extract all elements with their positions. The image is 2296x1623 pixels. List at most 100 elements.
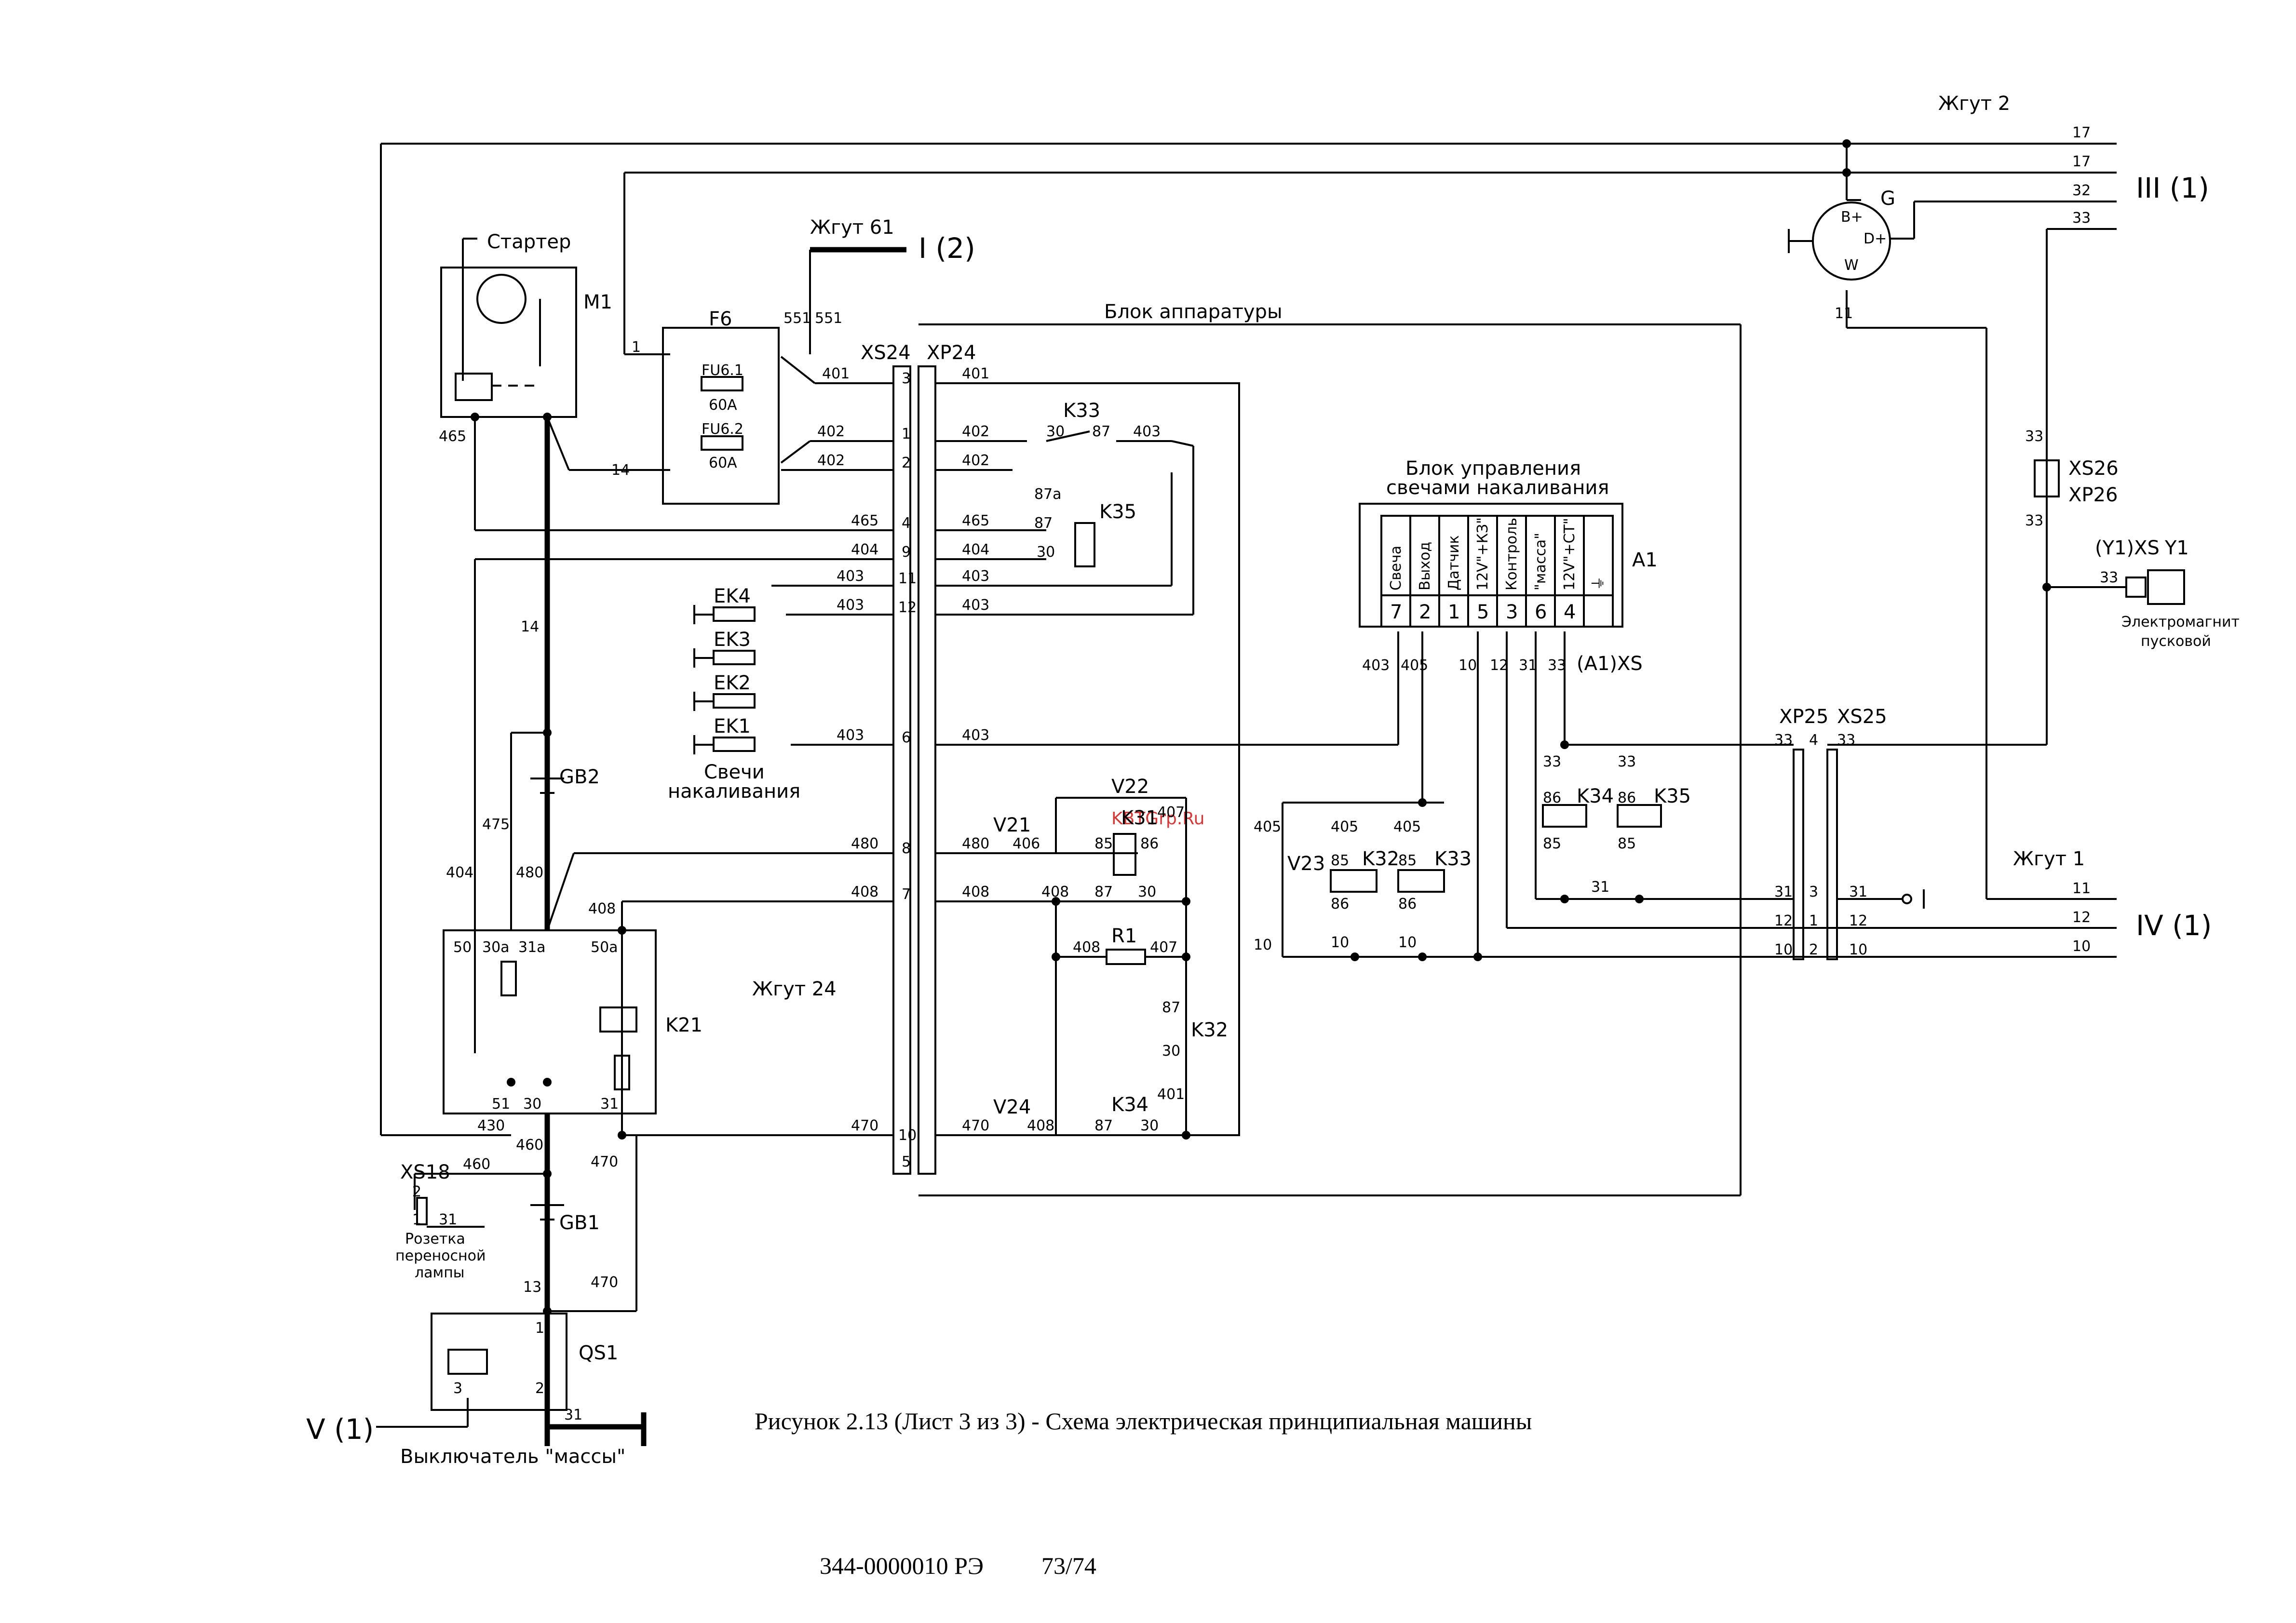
- k21-label: K21: [665, 1014, 702, 1036]
- v23-label: V23: [1287, 853, 1325, 875]
- glow-plugs-label-2: накаливания: [668, 780, 800, 803]
- svg-text:480: 480: [851, 835, 878, 852]
- svg-text:460: 460: [463, 1156, 490, 1173]
- gb2-label: GB2: [559, 766, 600, 788]
- svg-text:407: 407: [1150, 939, 1177, 956]
- svg-text:11: 11: [898, 570, 917, 587]
- svg-text:460: 460: [516, 1137, 543, 1154]
- svg-text:12: 12: [1774, 912, 1793, 929]
- svg-text:401: 401: [1157, 1086, 1185, 1103]
- svg-text:86: 86: [1398, 896, 1417, 912]
- svg-text:465: 465: [439, 428, 466, 445]
- socket-label-3: лампы: [415, 1264, 465, 1281]
- svg-text:86: 86: [1140, 835, 1159, 852]
- svg-text:407: 407: [1157, 804, 1185, 821]
- svg-text:31: 31: [600, 1096, 619, 1113]
- svg-text:402: 402: [817, 452, 845, 469]
- k31-label: K31: [1121, 807, 1158, 829]
- battery-bus: 14 GB2 475 480 404 480: [446, 417, 893, 931]
- svg-text:31: 31: [1774, 884, 1793, 900]
- xp24-label: XP24: [927, 342, 976, 364]
- doc-number: 344-0000010 РЭ: [820, 1552, 984, 1579]
- svg-text:403: 403: [962, 727, 989, 744]
- svg-text:1: 1: [632, 339, 641, 356]
- svg-text:31: 31: [1519, 657, 1537, 674]
- a1-pin-name: 12V"+СТ": [1561, 518, 1578, 590]
- svg-text:1: 1: [535, 1320, 544, 1337]
- svg-text:12: 12: [1849, 912, 1867, 929]
- a1-pin-number: 5: [1477, 601, 1489, 623]
- k35-label: K35: [1099, 501, 1136, 523]
- svg-text:3: 3: [902, 370, 911, 387]
- svg-text:85: 85: [1331, 852, 1349, 869]
- gb1-label: GB1: [559, 1212, 600, 1234]
- svg-text:2: 2: [535, 1380, 544, 1397]
- ek4-label: EK4: [714, 585, 751, 607]
- svg-text:465: 465: [851, 512, 878, 529]
- harness-2-bus: 17 17 32 33 Жгут 2 III (1): [380, 93, 2209, 1135]
- svg-text:408: 408: [1027, 1117, 1054, 1134]
- m1-label: M1: [583, 291, 612, 313]
- svg-text:33: 33: [1774, 732, 1793, 749]
- svg-text:86: 86: [1331, 896, 1349, 912]
- svg-text:465: 465: [962, 512, 989, 529]
- fu62-label: FU6.2: [702, 421, 743, 438]
- xp26-label: XP26: [2068, 484, 2118, 506]
- svg-text:408: 408: [851, 884, 878, 900]
- svg-text:408: 408: [1073, 939, 1100, 956]
- svg-text:406: 406: [1013, 835, 1040, 852]
- r1-label: R1: [1111, 925, 1137, 947]
- svg-text:9: 9: [902, 544, 911, 561]
- svg-text:87: 87: [1094, 1117, 1113, 1134]
- magnet-label-1: Электромагнит: [2121, 614, 2240, 630]
- svg-text:404: 404: [962, 541, 989, 558]
- svg-text:33: 33: [1548, 657, 1566, 674]
- ctrl-title-2: свечами накаливания: [1386, 477, 1609, 499]
- svg-text:408: 408: [962, 884, 989, 900]
- ctrl-title-1: Блок управления: [1405, 457, 1581, 480]
- svg-text:31a: 31a: [518, 939, 546, 956]
- control-block-a1: Блок управления свечами накаливания A1 С…: [1359, 457, 1658, 957]
- k35b-label: K35: [1654, 785, 1691, 807]
- a1-pin-number: 2: [1419, 601, 1431, 623]
- connector-xs24-xp24: XS24 XP24: [861, 342, 1240, 1175]
- k32-label: K32: [1362, 848, 1399, 870]
- svg-text:405: 405: [1393, 818, 1421, 835]
- svg-text:85: 85: [1543, 835, 1561, 852]
- a1-pin-name: "масса": [1532, 533, 1549, 590]
- svg-text:86: 86: [1618, 790, 1636, 806]
- y1-label: Y1: [2164, 537, 2189, 559]
- a1-pin-number-cell: [1583, 594, 1614, 628]
- svg-text:403: 403: [837, 727, 864, 744]
- apparatus-block-label: Блок аппаратуры: [1104, 301, 1283, 323]
- svg-text:12: 12: [898, 599, 917, 616]
- svg-text:475: 475: [482, 816, 510, 833]
- svg-text:17: 17: [2072, 153, 2091, 170]
- svg-text:50: 50: [453, 939, 472, 956]
- svg-text:403: 403: [837, 568, 864, 585]
- a1-pin-name: ⏚: [1590, 576, 1607, 590]
- svg-text:404: 404: [851, 541, 878, 558]
- figure-caption: Рисунок 2.13 (Лист 3 из 3) - Схема элект…: [755, 1408, 1532, 1435]
- svg-text:5: 5: [902, 1154, 911, 1170]
- svg-text:86: 86: [1543, 790, 1561, 806]
- k33-label: K33: [1063, 400, 1100, 422]
- svg-text:10: 10: [1849, 941, 1867, 958]
- glow-plugs: EK4 EK3 EK2 EK1 Свечи накаливания: [668, 585, 800, 803]
- fuse-block-f6: F6 FU6.1 60A FU6.2 60A 1 14: [546, 308, 780, 505]
- svg-text:10: 10: [1774, 941, 1793, 958]
- svg-text:430: 430: [477, 1117, 505, 1134]
- svg-text:403: 403: [1362, 657, 1390, 674]
- svg-text:13: 13: [523, 1279, 541, 1296]
- svg-text:470: 470: [591, 1154, 618, 1170]
- svg-text:4: 4: [902, 515, 911, 532]
- fu61-amp: 60A: [709, 397, 737, 414]
- a1-pin-name: 12V"+КЗ": [1474, 517, 1491, 590]
- svg-text:33: 33: [2025, 428, 2043, 445]
- svg-text:480: 480: [516, 864, 543, 881]
- svg-text:8: 8: [902, 840, 911, 857]
- svg-text:87: 87: [1162, 999, 1180, 1016]
- a1-pin-number: 3: [1506, 601, 1518, 623]
- apparatus-block: Блок аппаратуры: [918, 301, 1742, 1196]
- svg-text:10: 10: [898, 1127, 917, 1144]
